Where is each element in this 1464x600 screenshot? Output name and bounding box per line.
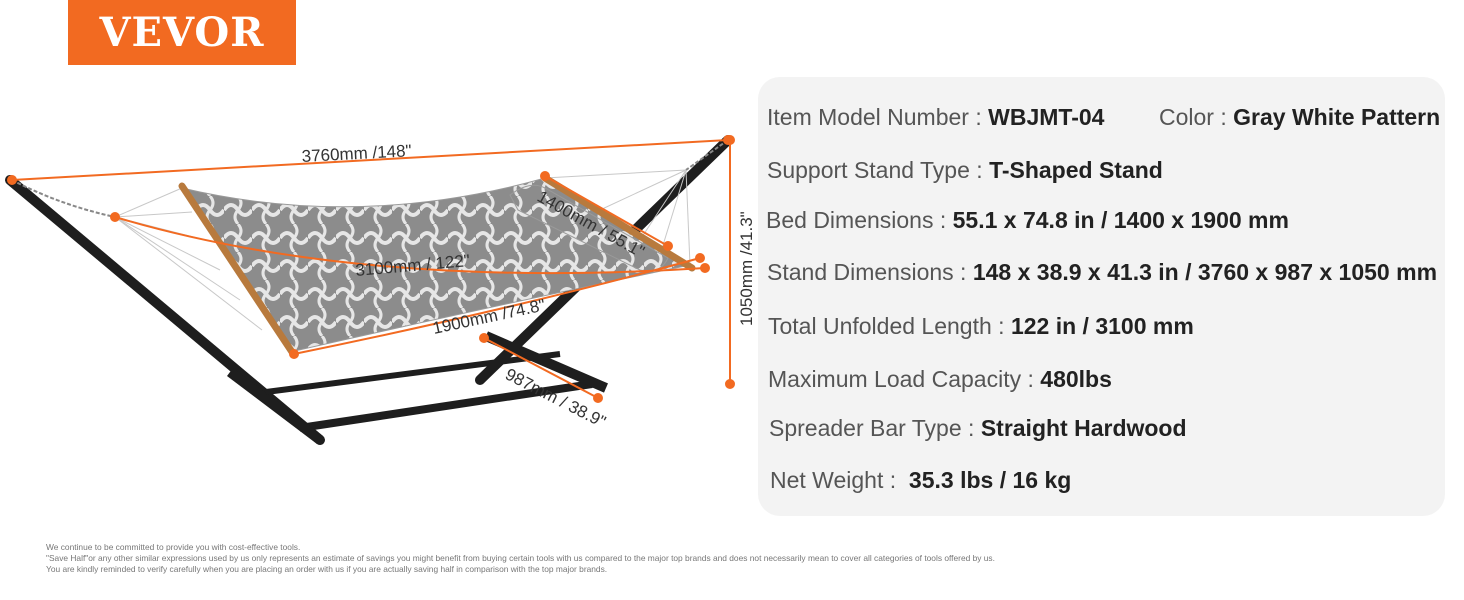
spec-color-value: Gray White Pattern [1233, 104, 1441, 130]
hammock-diagram: 3760mm /148" 1050mm /41.3" 1400mm / 55.1… [5, 135, 756, 445]
spec-bed-dimensions-value: 55.1 x 74.8 in / 1400 x 1900 mm [952, 207, 1289, 233]
spreader-bar-left [178, 182, 296, 356]
disclaimer-footnote: We continue to be committed to provide y… [46, 542, 995, 575]
spec-color: Color : Gray White Pattern [1159, 104, 1441, 130]
spec-stand-dimensions: Stand Dimensions : 148 x 38.9 x 41.3 in … [767, 259, 1438, 285]
spec-net-weight-value: 35.3 lbs / 16 kg [908, 467, 1072, 493]
dim-length-label: 3760mm /148" [301, 141, 412, 166]
spec-unfolded-length: Total Unfolded Length : 122 in / 3100 mm [768, 313, 1194, 339]
specs-panel [758, 77, 1445, 516]
footnote-line-2: "Save Half"or any other similar expressi… [46, 553, 995, 563]
spec-stand-type-value: T-Shaped Stand [989, 157, 1163, 183]
spec-load-capacity-value: 480lbs [1040, 366, 1112, 392]
chains [11, 139, 729, 218]
dimension-lines [7, 135, 735, 403]
footnote-line-1: We continue to be committed to provide y… [46, 542, 301, 552]
vevor-logo: VEVOR [68, 0, 296, 65]
spec-spreader-bar-value: Straight Hardwood [980, 415, 1187, 441]
brand-name: VEVOR [99, 9, 265, 56]
spec-unfolded-length-value: 122 in / 3100 mm [1010, 313, 1194, 339]
spec-load-capacity: Maximum Load Capacity : 480lbs [768, 366, 1112, 392]
dim-height-label: 1050mm /41.3" [737, 211, 756, 326]
footnote-line-3: You are kindly reminded to verify carefu… [46, 564, 608, 574]
spec-stand-dimensions-value: 148 x 38.9 x 41.3 in / 3760 x 987 x 1050… [972, 259, 1438, 285]
spec-model: Item Model Number : WBJMT-04 [767, 104, 1105, 130]
spec-spreader-bar: Spreader Bar Type : Straight Hardwood [769, 415, 1187, 441]
spec-bed-dimensions: Bed Dimensions : 55.1 x 74.8 in / 1400 x… [766, 207, 1289, 233]
spec-net-weight: Net Weight : 35.3 lbs / 16 kg [770, 467, 1072, 493]
spreader-bar-right [541, 174, 696, 272]
spec-model-value: WBJMT-04 [988, 104, 1105, 130]
spec-stand-type: Support Stand Type : T-Shaped Stand [767, 157, 1163, 183]
